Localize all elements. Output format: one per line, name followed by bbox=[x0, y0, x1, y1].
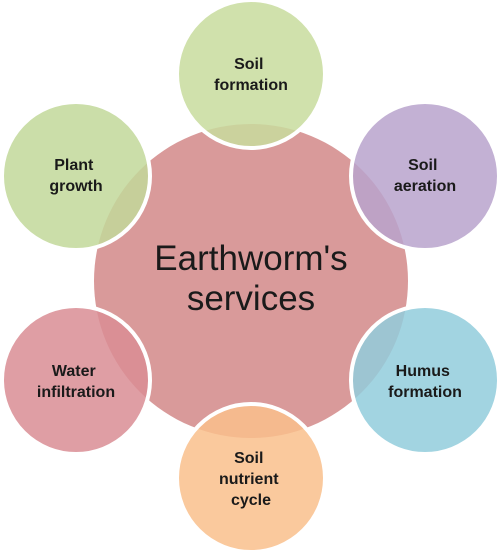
node-circle bbox=[175, 402, 327, 554]
node-circle bbox=[175, 0, 327, 150]
node-label-line: Soil bbox=[408, 157, 437, 174]
node-label-line: aeration bbox=[394, 178, 456, 195]
svg-text:Soil aeration: Soil aeration bbox=[394, 157, 456, 195]
node-plant-growth: Plant growth bbox=[0, 100, 152, 252]
svg-text:Soil nutrient cycl: Soil nutrient cycle bbox=[219, 450, 283, 509]
svg-text:Humus formation: Humus formation bbox=[388, 363, 462, 401]
svg-text:Water infiltration: Water infiltration bbox=[37, 363, 115, 401]
node-humus-formation: Humus formation bbox=[349, 304, 501, 456]
node-label-line: cycle bbox=[231, 492, 271, 509]
svg-text:Soil formation: Soil formation bbox=[214, 56, 288, 94]
center-title-line2: services bbox=[187, 279, 315, 318]
node-label-line: formation bbox=[388, 384, 462, 401]
node-label-line: formation bbox=[214, 77, 288, 94]
node-label-line: infiltration bbox=[37, 384, 115, 401]
node-label-line: Soil bbox=[234, 450, 263, 467]
node-water-infiltration: Water infiltration bbox=[0, 304, 152, 456]
node-label-line: Humus bbox=[396, 363, 450, 380]
svg-text:Plant growth: Plant growth bbox=[49, 157, 102, 195]
node-label-line: growth bbox=[49, 178, 102, 195]
node-label-line: nutrient bbox=[219, 471, 279, 488]
node-circle bbox=[0, 100, 152, 252]
node-label-line: Water bbox=[52, 363, 96, 380]
node-soil-aeration: Soil aeration bbox=[349, 100, 501, 252]
node-soil-nutrient-cycle: Soil nutrient cycle bbox=[175, 402, 327, 554]
center-circle bbox=[94, 124, 408, 438]
node-circle bbox=[0, 304, 152, 456]
node-label-line: Plant bbox=[54, 157, 94, 174]
node-label-line: Soil bbox=[234, 56, 263, 73]
node-soil-formation: Soil formation bbox=[175, 0, 327, 150]
node-circle bbox=[349, 100, 501, 252]
node-circle bbox=[349, 304, 501, 456]
center-title-line1: Earthworm's bbox=[154, 239, 347, 278]
